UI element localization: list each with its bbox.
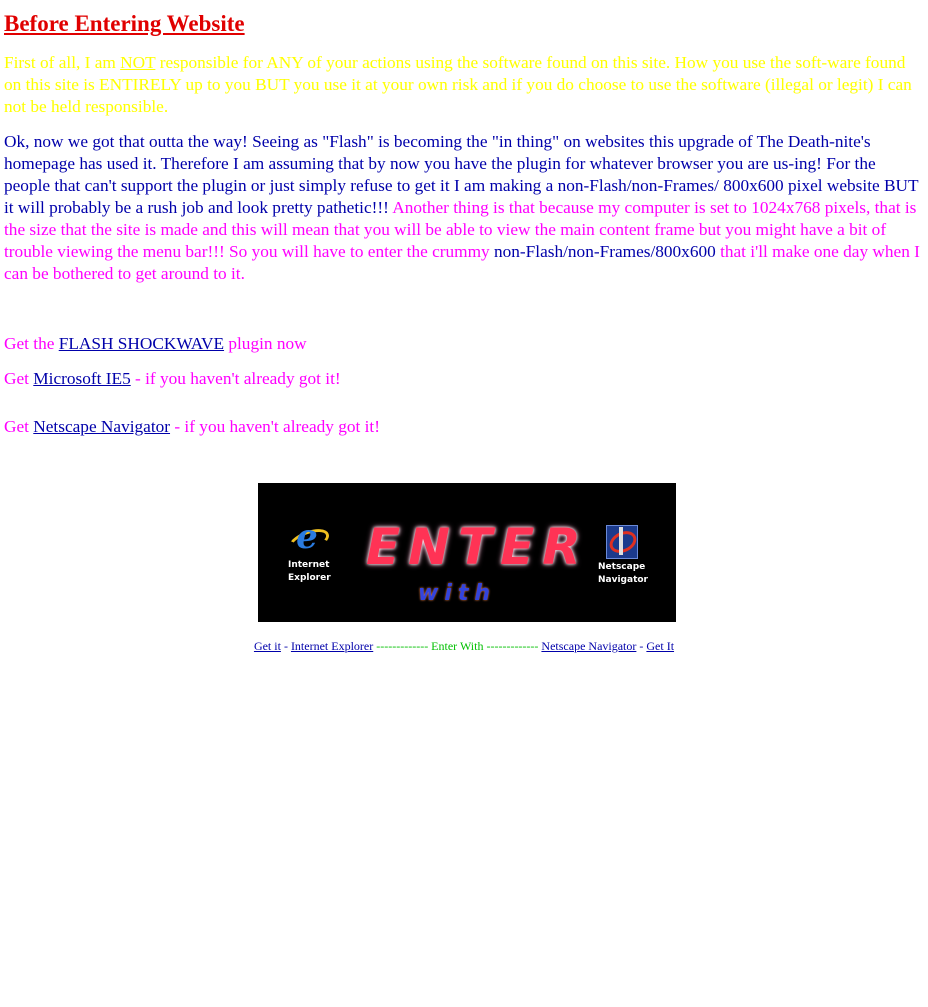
intro-text-magenta: Another thing is that because my compute…	[4, 198, 917, 261]
intro-paragraph: Ok, now we got that outta the way! Seein…	[4, 131, 922, 285]
ie-prefix: Get	[4, 369, 34, 388]
flash-download-line: Get the FLASH SHOCKWAVE plugin now	[4, 333, 307, 355]
disclaimer-text-end: responsible for ANY of your actions usin…	[4, 53, 912, 116]
with-logo-text: with	[418, 581, 497, 606]
disclaimer-not-emphasis: NOT	[120, 53, 156, 72]
disclaimer-paragraph: First of all, I am NOT responsible for A…	[4, 52, 922, 118]
ns-needle-icon	[619, 527, 623, 555]
enter-banner[interactable]: e Internet Explorer ENTER with Netscape …	[258, 483, 676, 622]
ie-label-line-2: Explorer	[288, 573, 331, 583]
enter-with-label: ------------- Enter With -------------	[373, 639, 542, 653]
intro-text-blue: Ok, now we got that outta the way! Seein…	[4, 132, 919, 217]
enter-netscape-link[interactable]: Netscape Navigator	[541, 639, 637, 653]
flash-shockwave-link[interactable]: FLASH SHOCKWAVE	[58, 334, 225, 353]
netscape-prefix: Get	[4, 417, 34, 436]
enter-logo-text: ENTER	[366, 518, 589, 576]
intro-text-magenta-tail: that i'll make one day when I can be bot…	[4, 242, 920, 283]
get-it-netscape-link[interactable]: Get It	[646, 639, 675, 653]
intro-text-blue-2: non-Flash/non-Frames/800x600	[493, 242, 716, 261]
nav-dash-1: -	[280, 639, 291, 653]
microsoft-ie5-link[interactable]: Microsoft IE5	[33, 369, 131, 388]
page-title: Before Entering Website	[4, 11, 245, 36]
ie-e-icon: e	[296, 517, 318, 557]
enter-ie-link[interactable]: Internet Explorer	[290, 639, 374, 653]
get-it-ie-link[interactable]: Get it	[253, 639, 281, 653]
ie-download-line: Get Microsoft IE5 - if you haven't alrea…	[4, 368, 341, 390]
ns-logo-label: Netscape Navigator	[598, 561, 648, 587]
nav-dash-2: -	[636, 639, 647, 653]
bottom-navigation: Get it - Internet Explorer -------------…	[0, 638, 928, 654]
netscape-download-line: Get Netscape Navigator - if you haven't …	[4, 416, 380, 438]
netscape-navigator-link[interactable]: Netscape Navigator	[33, 417, 171, 436]
page-content: Before Entering Website First of all, I …	[4, 0, 922, 436]
ie-suffix: - if you haven't already got it!	[130, 369, 341, 388]
ns-label-line-1: Netscape	[598, 562, 646, 572]
flash-prefix: Get the	[4, 334, 59, 353]
ns-label-line-2: Navigator	[598, 575, 648, 585]
netscape-suffix: - if you haven't already got it!	[170, 417, 380, 436]
ie-label-line-1: Internet	[288, 560, 330, 570]
ie-logo-label: Internet Explorer	[288, 559, 331, 585]
netscape-navigator-icon[interactable]	[606, 525, 640, 559]
disclaimer-text-start: First of all, I am	[4, 53, 121, 72]
flash-suffix: plugin now	[224, 334, 307, 353]
